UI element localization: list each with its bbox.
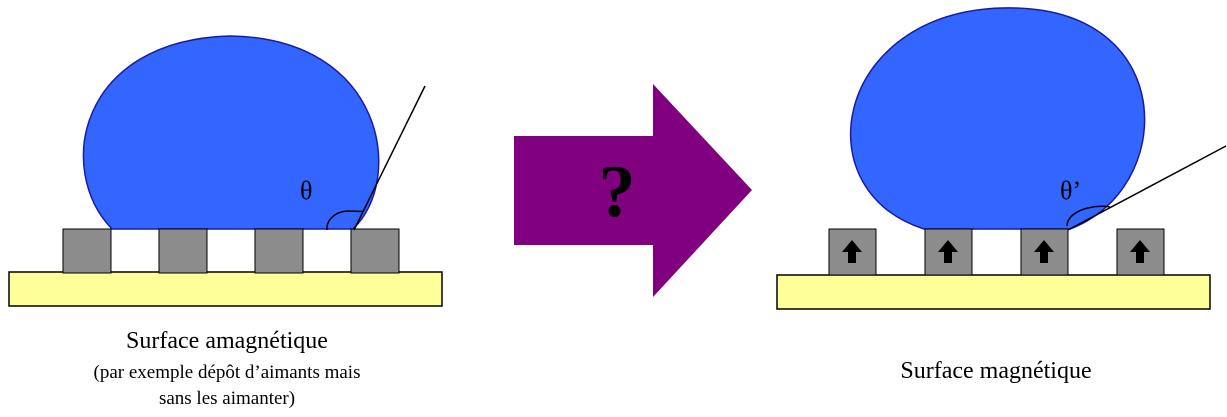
left-angle-label: θ [300, 176, 312, 205]
right-drop [849, 7, 1146, 230]
left-substrate [8, 271, 443, 307]
magnet-up-arrow-icon [842, 240, 862, 263]
question-mark: ? [599, 151, 636, 233]
right-pillar-2 [924, 228, 973, 276]
magnet-up-arrow-icon [1034, 240, 1054, 263]
left-angle-arc [326, 210, 365, 231]
right-angle-label: θ’ [1060, 176, 1081, 205]
left-pillar-3 [254, 228, 304, 274]
right-pillar-1 [828, 228, 877, 276]
right-caption-main: Surface magnétique [900, 358, 1091, 384]
left-caption-sub-1: (par exemple dépôt d’aimants mais [94, 362, 361, 383]
right-substrate [776, 274, 1211, 310]
right-pillar-3 [1020, 228, 1069, 276]
left-tangent-line [353, 85, 426, 231]
left-caption-sub-2: sans les aimanter) [159, 388, 295, 409]
arrow-shape [514, 84, 752, 297]
left-pillar-4 [350, 228, 400, 274]
left-pillar-2 [158, 228, 208, 274]
left-drop [82, 35, 380, 230]
transition-arrow: ? [514, 84, 752, 297]
magnet-up-arrow-icon [1130, 240, 1150, 263]
right-pillar-4 [1116, 228, 1165, 276]
right-angle-arc [1066, 205, 1111, 227]
left-caption-main: Surface amagnétique [126, 328, 328, 354]
right-panel: θ’ Surface magnétique [776, 7, 1227, 384]
left-panel: θ Surface amagnétique (par exemple dépôt… [8, 35, 443, 409]
left-pillar-1 [62, 228, 112, 274]
right-tangent-line [1067, 145, 1227, 231]
magnet-up-arrow-icon [938, 240, 958, 263]
